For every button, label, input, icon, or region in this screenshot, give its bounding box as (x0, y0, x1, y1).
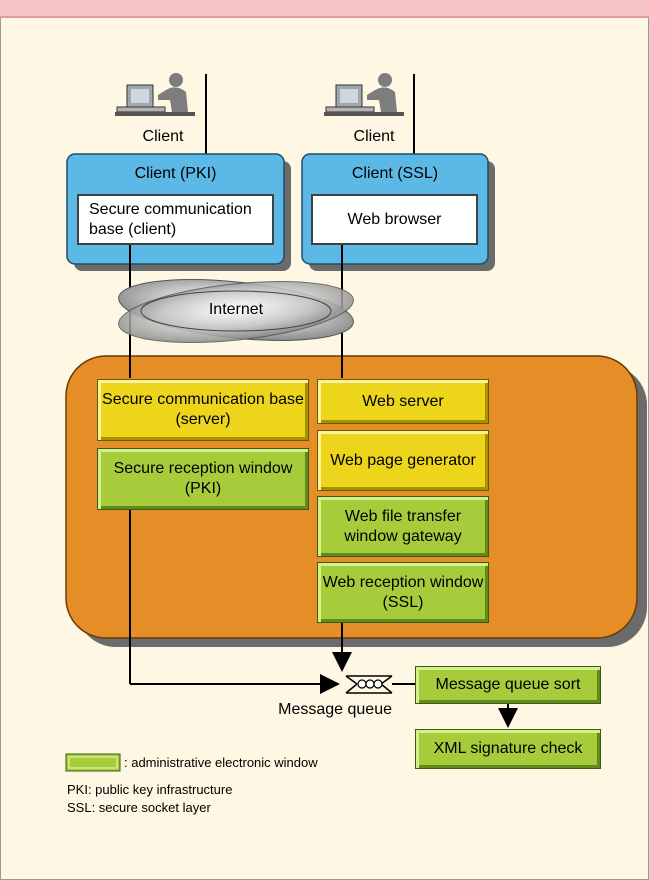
client-ssl-title: Client (SSL) (351, 165, 439, 182)
message-queue-sort-box: Message queue sort (415, 666, 601, 704)
legend-ssl-text: SSL: secure socket layer (67, 800, 211, 815)
web-browser-box: Web browser (311, 194, 478, 245)
top-bar (0, 0, 649, 18)
web-reception-window-ssl-box: Web reception window (SSL) (317, 562, 489, 623)
client-computer-icon-right (324, 73, 404, 116)
client-label-left: Client (142, 128, 184, 145)
client-computer-icon-left (115, 73, 195, 116)
legend-window-text: : administrative electronic window (124, 755, 318, 770)
web-page-generator-box: Web page generator (317, 430, 489, 491)
secure-communication-base-server: Secure communication base (server) (97, 379, 309, 441)
legend-window-swatch (65, 753, 121, 772)
message-queue-icon (345, 675, 393, 694)
client-label-right: Client (353, 128, 395, 145)
message-queue-label: Message queue (278, 701, 392, 718)
secure-reception-window-pki: Secure reception window (PKI) (97, 448, 309, 510)
web-server-box: Web server (317, 379, 489, 424)
legend-pki-text: PKI: public key infrastructure (67, 782, 233, 797)
client-pki-title: Client (PKI) (134, 165, 217, 182)
internet-cloud-icon (118, 279, 354, 343)
internet-label: Internet (208, 301, 264, 318)
xml-signature-check-box: XML signature check (415, 729, 601, 769)
web-file-transfer-gateway-box: Web file transfer window gateway (317, 496, 489, 557)
secure-communication-base-client: Secure communication base (client) (77, 194, 274, 245)
